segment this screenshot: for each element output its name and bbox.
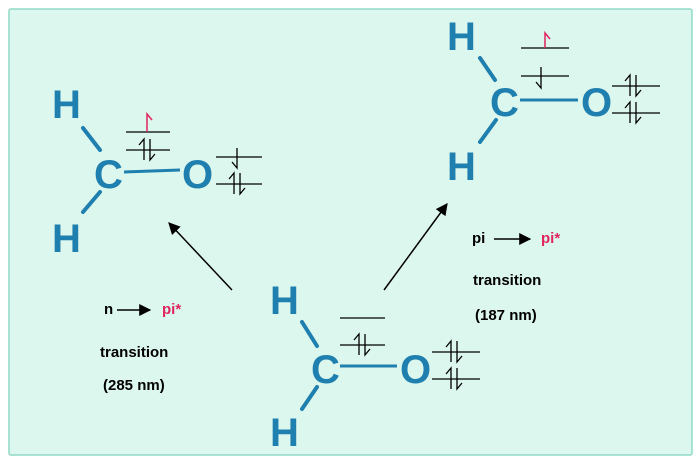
electron-pair-n (445, 366, 463, 391)
electron-pair-n (445, 339, 463, 364)
atom-h-bottom: H (52, 217, 81, 261)
electron-down-pi (535, 67, 542, 90)
electron-pair-n (624, 73, 642, 98)
bond-ch-top (81, 126, 102, 152)
label-transition-name: transition (100, 344, 168, 361)
bond-ch-top (300, 320, 319, 348)
electron-pair-pi (353, 332, 371, 357)
label-from-pi: pi (472, 230, 485, 247)
bond-ch-bottom (81, 190, 102, 214)
label-pi-pi-transition: pi pi* transition (187 nm) (472, 230, 560, 324)
atom-o: O (400, 348, 431, 392)
atom-o: O (581, 81, 612, 125)
label-transition-name: transition (473, 272, 541, 289)
electron-up-red (146, 111, 153, 132)
electron-up-red (544, 30, 551, 48)
label-to-pi-star: pi* (541, 230, 560, 247)
atom-c: C (311, 348, 340, 392)
arrow-to-n-pi-state (168, 222, 233, 291)
atom-c: C (490, 81, 519, 125)
label-to-pi-star: pi* (162, 301, 181, 318)
electron-down-n (231, 148, 238, 170)
atom-h-top: H (52, 83, 81, 127)
label-n-pi-transition: n pi* transition (285 nm) (100, 301, 181, 394)
electron-pair-n (624, 100, 642, 125)
bond-ch-top (478, 56, 497, 82)
atom-o: O (182, 153, 213, 197)
label-wavelength-285: (285 nm) (103, 377, 165, 394)
atom-h-top: H (270, 279, 299, 323)
bond-ch-bottom (300, 385, 319, 411)
molecule-ground-state: H C H O (270, 279, 480, 455)
label-from-n: n (104, 301, 113, 318)
atom-h-top: H (447, 15, 476, 59)
electron-pair-pi (138, 137, 156, 162)
molecule-n-pi-excited: H C H O (52, 83, 262, 261)
atom-h-bottom: H (447, 145, 476, 189)
electron-pair-n (228, 171, 246, 196)
atom-h-bottom: H (270, 411, 299, 455)
bond-co (123, 168, 181, 174)
molecule-pi-pi-excited: H C H O (447, 15, 660, 189)
arrow-to-pi-pi-state (383, 203, 448, 291)
atom-c: C (94, 153, 123, 197)
bond-ch-bottom (478, 118, 498, 144)
label-wavelength-187: (187 nm) (475, 307, 537, 324)
background-panel (8, 8, 693, 456)
